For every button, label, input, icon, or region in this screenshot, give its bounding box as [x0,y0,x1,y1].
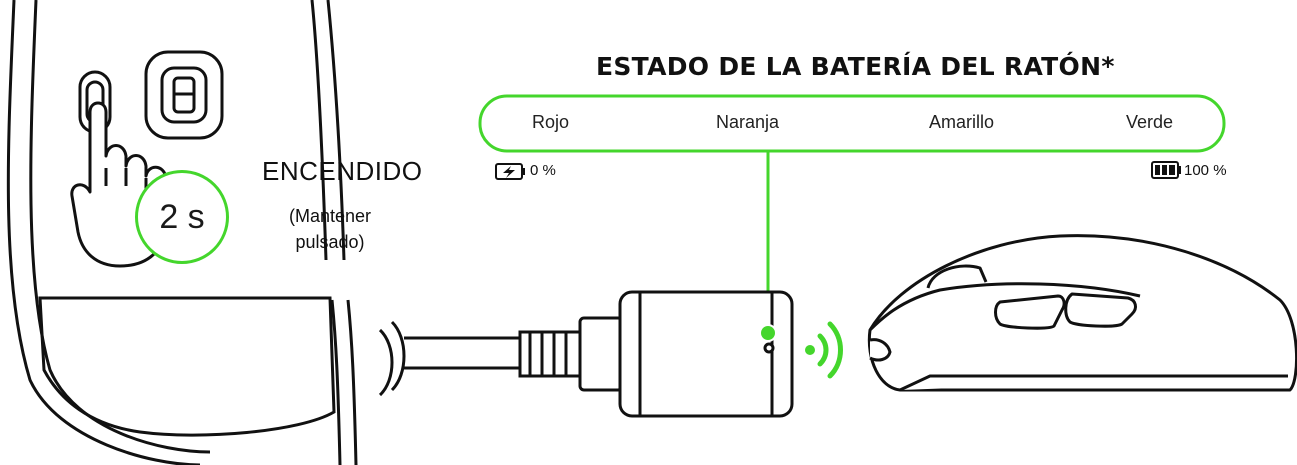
sensor-icon [144,50,224,140]
battery-level-yellow: Amarillo [929,112,995,132]
mouse-underside [6,0,358,465]
power-on-label: ENCENDIDO [262,156,423,186]
led-indicator [759,324,777,342]
wireless-dongle [618,290,794,418]
battery-level-green: Verde [1126,112,1174,132]
battery-status-bar [478,94,1226,153]
battery-full-icon [1151,161,1181,179]
battery-level-orange: Naranja [716,112,780,132]
battery-min-label: 0 % [530,162,556,179]
hold-line-2: pulsado) [295,232,365,252]
battery-max-label: 100 % [1184,162,1227,179]
usb-cable [378,316,624,397]
battery-status-title: ESTADO DE LA BATERÍA DEL RATÓN* [596,52,1115,81]
hold-duration-badge: 2 s [135,170,229,264]
battery-level-red: Rojo [532,112,570,132]
power-hold-instruction: (Mantener pulsado) [264,203,396,255]
battery-charging-icon [495,163,525,180]
wireless-signal-icon [805,321,843,379]
hold-line-1: (Mantener [288,206,372,226]
mouse-side-view [867,234,1297,392]
